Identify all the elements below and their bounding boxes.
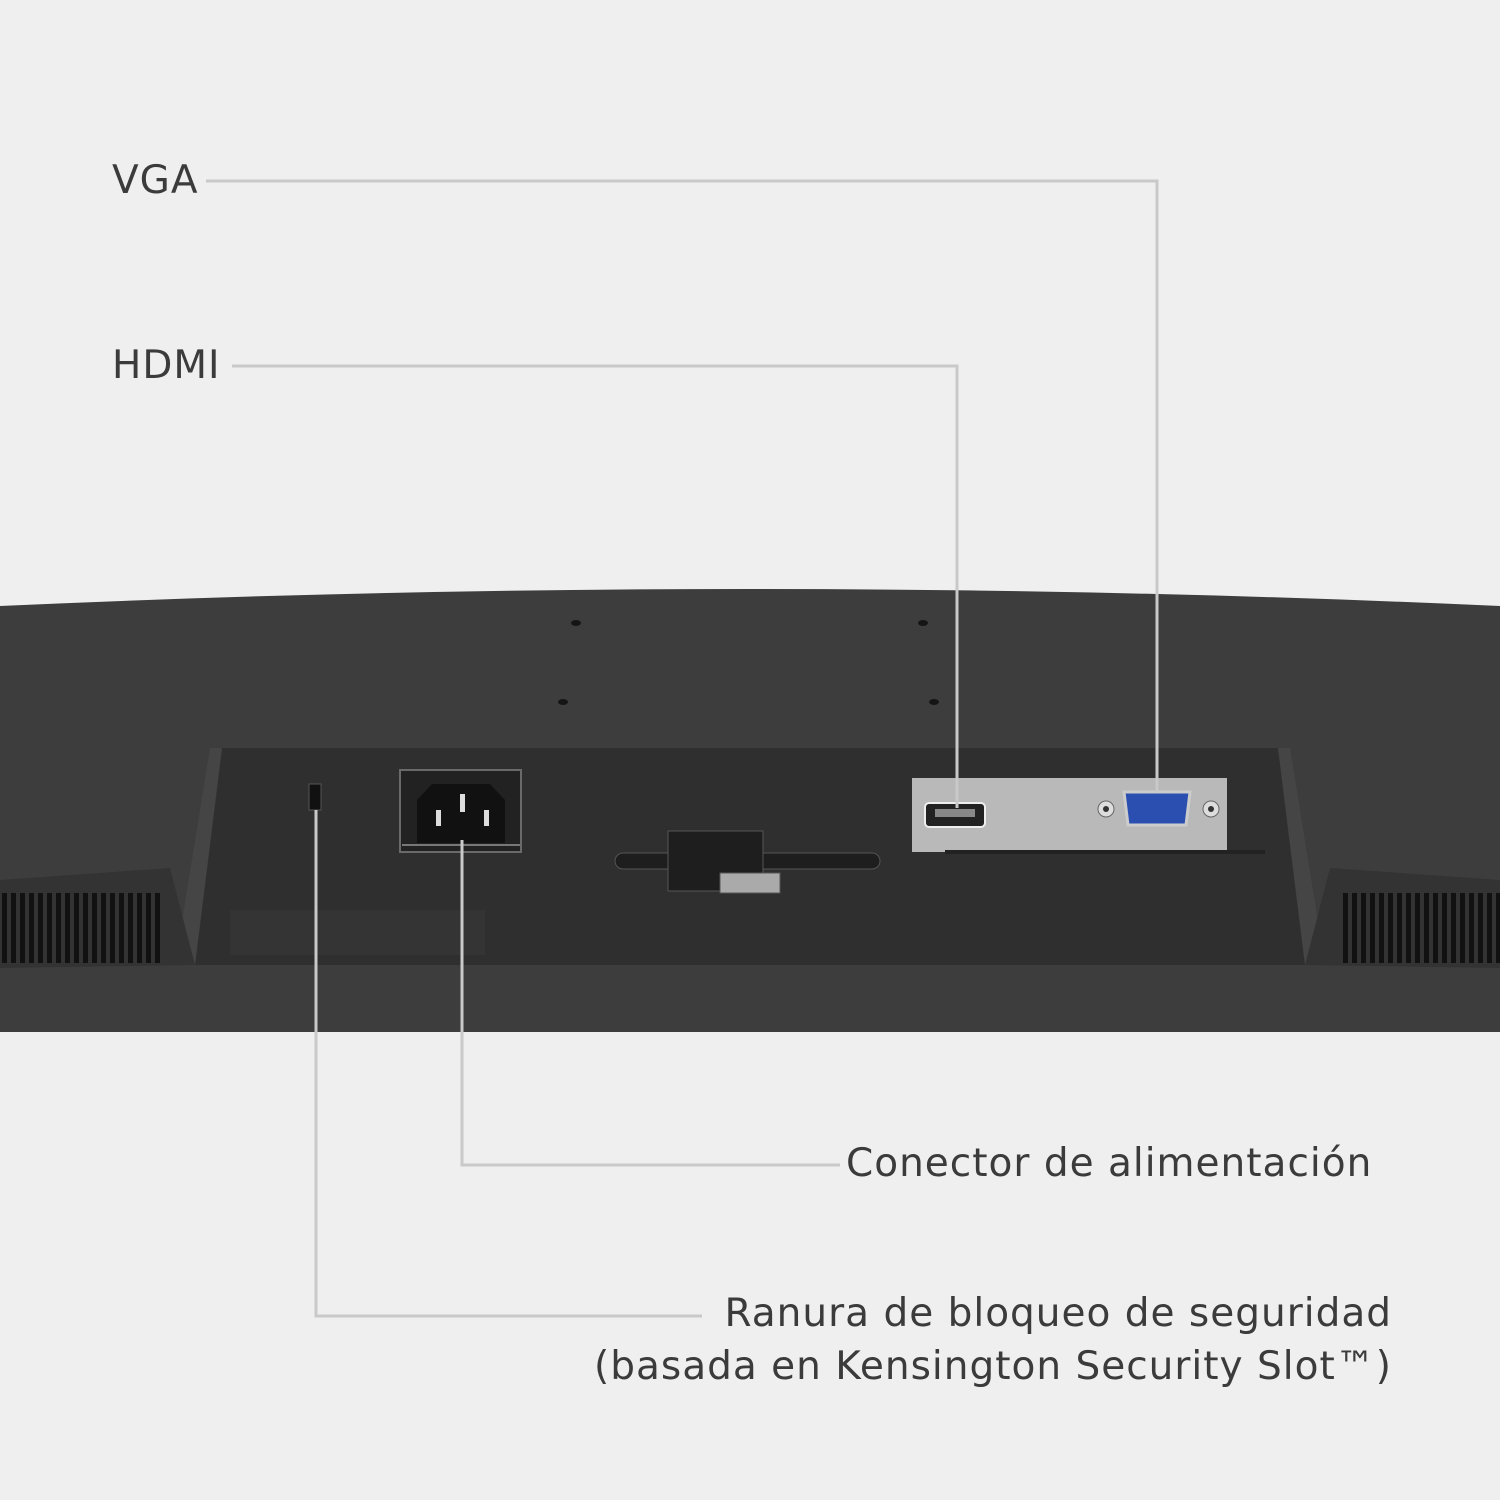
vent-slot [101, 893, 106, 963]
vent-slot [1361, 893, 1366, 963]
security-slot [308, 783, 322, 811]
vent-slot [1415, 893, 1420, 963]
vent-slot [92, 893, 97, 963]
io-port-plate [912, 778, 1265, 854]
vent-slot [1343, 893, 1348, 963]
security-slot-label: Ranura de bloqueo de seguridad (basada e… [594, 1288, 1392, 1393]
security-slot-label-line2: (basada en Kensington Security Slot™) [594, 1343, 1392, 1389]
vga-port [1122, 790, 1192, 827]
vent-slot [110, 893, 115, 963]
vga-callout-line [206, 179, 1159, 792]
vent-slot [1478, 893, 1483, 963]
vent-slot [1397, 893, 1402, 963]
power-connector-label: Conector de alimentación [846, 1141, 1373, 1186]
vent-slot [1406, 893, 1411, 963]
vga-label: VGA [112, 158, 199, 203]
vent-slot [56, 893, 61, 963]
vent-slot [11, 893, 16, 963]
vent-slot [137, 893, 142, 963]
power-callout-line [460, 840, 840, 1167]
vent-slot [1442, 893, 1447, 963]
vent-slot [1451, 893, 1456, 963]
security-callout-line [314, 810, 702, 1318]
vent-slot [1487, 893, 1492, 963]
vent-slot [38, 893, 43, 963]
vent-slot [128, 893, 133, 963]
vent-slot [1352, 893, 1357, 963]
vent-slot [20, 893, 25, 963]
vent-slot [1469, 893, 1474, 963]
vent-slot [47, 893, 52, 963]
stand-hinge [614, 830, 881, 894]
vent-slot [155, 893, 160, 963]
vent-slot [1460, 893, 1465, 963]
left-vent [2, 893, 160, 963]
vent-slot [1433, 893, 1438, 963]
callout-lines [206, 179, 1159, 1318]
hdmi-label: HDMI [112, 343, 221, 388]
security-slot-label-line1: Ranura de bloqueo de seguridad [724, 1291, 1392, 1336]
vent-slot [146, 893, 151, 963]
hdmi-callout-line [232, 364, 959, 808]
vent-slot [65, 893, 70, 963]
vent-slot [29, 893, 34, 963]
power-connector [399, 769, 522, 853]
vent-slot [1379, 893, 1384, 963]
vent-slot [1424, 893, 1429, 963]
right-vent [1343, 893, 1500, 963]
vent-slot [1370, 893, 1375, 963]
vent-slot [2, 893, 7, 963]
vent-slot [119, 893, 124, 963]
vent-slot [1496, 893, 1500, 963]
vent-slot [74, 893, 79, 963]
vent-slot [1388, 893, 1393, 963]
vesa-mount-holes [558, 620, 939, 705]
vent-slot [83, 893, 88, 963]
